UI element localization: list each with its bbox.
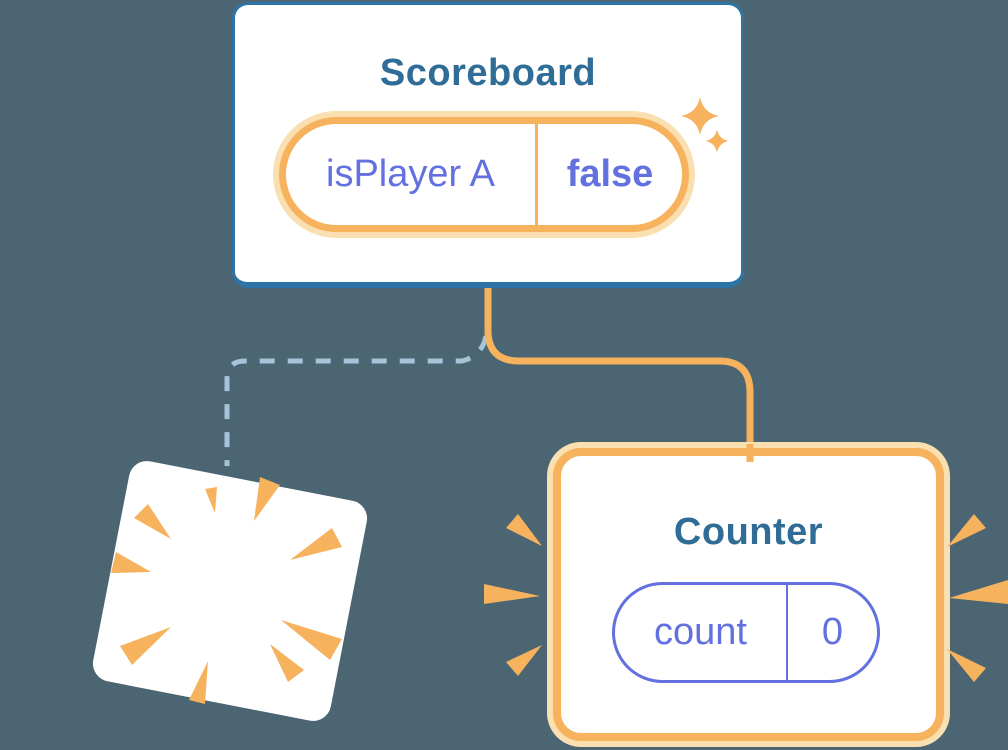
emphasis-dash [506,514,542,546]
emphasis-dash [484,584,540,604]
orange-connector-line [484,288,754,462]
counter-title: Counter [673,511,824,553]
pill-divider [535,124,538,225]
counter-component-card: Counter count 0 [553,448,944,741]
dashed-connector-line [224,335,489,466]
state-value-label: false [566,153,654,195]
counter-state-pill: count 0 [612,582,880,683]
emphasis-dash [947,514,986,547]
destroyed-component-card [89,457,371,725]
emphasis-left-icon [484,514,542,676]
emphasis-dash [947,649,986,682]
emphasis-right-icon [947,514,1008,682]
state-value-label: 0 [821,611,844,653]
state-name-label: count [654,611,747,653]
emphasis-dash [506,645,542,676]
scoreboard-title: Scoreboard [379,52,597,94]
emphasis-dash [949,580,1008,604]
pill-divider [786,585,788,680]
state-name-label: isPlayer A [326,153,495,195]
scoreboard-state-pill: isPlayer A false [279,117,689,232]
scoreboard-component-card: Scoreboard isPlayer A false [232,2,744,288]
